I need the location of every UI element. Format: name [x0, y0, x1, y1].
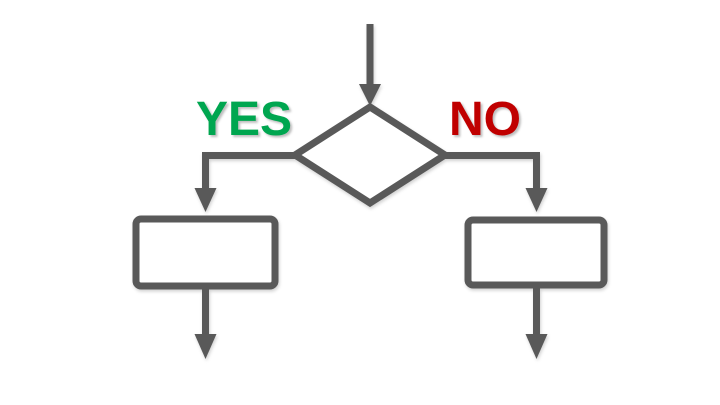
right-exit-arrow-head [525, 334, 548, 359]
decision-diamond [288, 102, 452, 208]
yes-branch-arrow-head [194, 188, 217, 212]
process-box-right [464, 216, 608, 289]
entry-arrow [359, 24, 381, 106]
left-exit-arrow [194, 289, 217, 359]
no-branch-connector [443, 152, 548, 212]
process-box-left [132, 215, 279, 290]
no-label: NO [449, 93, 521, 146]
entry-arrow-head [359, 84, 381, 106]
right-exit-arrow [525, 288, 548, 359]
yes-label: YES [195, 93, 293, 146]
no-branch-line [443, 152, 540, 190]
no-branch-arrow-head [525, 188, 548, 212]
yes-branch-line [202, 152, 297, 190]
left-exit-arrow-head [194, 334, 217, 359]
yes-branch-connector [194, 152, 297, 212]
